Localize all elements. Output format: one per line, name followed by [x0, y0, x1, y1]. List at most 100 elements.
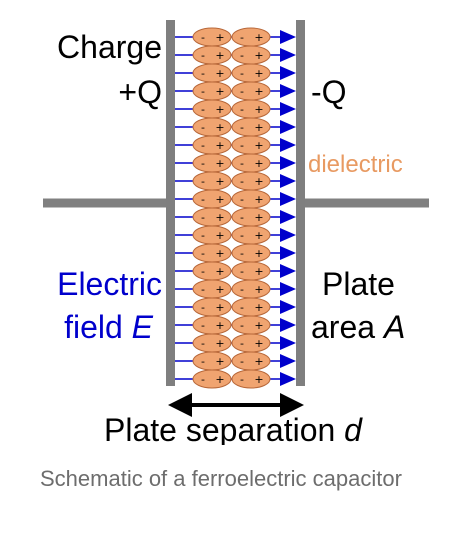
field-arrowhead — [280, 138, 296, 152]
dipole-shape — [231, 207, 271, 227]
dipole-plus-sign: + — [215, 139, 224, 152]
dipole-plus-sign: + — [215, 121, 224, 134]
dipole-shape — [231, 243, 271, 263]
dipole-plus-sign: + — [215, 67, 224, 80]
field-arrowhead — [280, 354, 296, 368]
dielectric-label: dielectric — [308, 151, 403, 178]
dielectric-dipoles: -+-+-+-+-+-+-+-+-+-+-+-+-+-+-+-+-+-+-+-+… — [192, 27, 271, 389]
dipole-plus-sign: + — [254, 301, 263, 314]
dipole-plus-sign: + — [254, 121, 263, 134]
dipole-minus-sign: - — [201, 301, 205, 314]
dipole-shape — [192, 225, 232, 245]
field-arrowhead — [280, 300, 296, 314]
separation-words: Plate separation — [104, 412, 335, 445]
dipole-shape — [231, 225, 271, 245]
dipole-plus-sign: + — [254, 139, 263, 152]
dipole-plus-sign: + — [215, 265, 224, 278]
dipole-minus-sign: - — [240, 175, 244, 188]
dipole: -+ — [231, 279, 271, 299]
dipole-shape — [192, 189, 232, 209]
field-arrowhead — [280, 246, 296, 260]
dipole: -+ — [231, 171, 271, 191]
dipole: -+ — [192, 117, 232, 137]
dipole-minus-sign: - — [201, 139, 205, 152]
dipole-shape — [192, 135, 232, 155]
dipole-minus-sign: - — [201, 265, 205, 278]
dipole: -+ — [231, 117, 271, 137]
field-arrowhead — [280, 192, 296, 206]
dipole: -+ — [231, 225, 271, 245]
dipole-minus-sign: - — [201, 337, 205, 350]
dipole-shape — [231, 297, 271, 317]
dipole-minus-sign: - — [240, 49, 244, 62]
dipole: -+ — [231, 153, 271, 173]
dipole-plus-sign: + — [254, 67, 263, 80]
dipole: -+ — [192, 243, 232, 263]
dipole-shape — [231, 135, 271, 155]
electric-label: Electric — [57, 266, 162, 302]
dipole-plus-sign: + — [215, 337, 224, 350]
dipole-plus-sign: + — [215, 103, 224, 116]
dipole-plus-sign: + — [254, 283, 263, 296]
dipole-shape — [231, 315, 271, 335]
field-arrowhead — [280, 372, 296, 386]
dipole-minus-sign: - — [240, 355, 244, 368]
field-arrowhead — [280, 30, 296, 44]
field-symbol: E — [132, 309, 154, 345]
dipole-plus-sign: + — [215, 49, 224, 62]
dipole: -+ — [192, 153, 232, 173]
dipole-minus-sign: - — [240, 193, 244, 206]
dipole-shape — [231, 369, 271, 389]
dipole-plus-sign: + — [215, 175, 224, 188]
dipole: -+ — [231, 243, 271, 263]
separation-label: Plate separation d — [104, 412, 363, 445]
dipole: -+ — [231, 81, 271, 101]
dipole-shape — [192, 351, 232, 371]
dipole-shape — [231, 351, 271, 371]
dipole: -+ — [231, 261, 271, 281]
dipole-shape — [192, 243, 232, 263]
dipole-shape — [231, 279, 271, 299]
dipole: -+ — [231, 135, 271, 155]
dipole-minus-sign: - — [240, 337, 244, 350]
dipole: -+ — [231, 351, 271, 371]
dipole: -+ — [192, 63, 232, 83]
dipole-plus-sign: + — [254, 247, 263, 260]
left-plate — [166, 20, 175, 386]
dipole-shape — [231, 261, 271, 281]
dipole-plus-sign: + — [215, 373, 224, 386]
charge-label: Charge — [57, 29, 162, 65]
area-gap — [375, 309, 384, 345]
dipole-minus-sign: - — [201, 49, 205, 62]
field-arrowhead — [280, 210, 296, 224]
dipole-minus-sign: - — [240, 283, 244, 296]
dipole-plus-sign: + — [254, 49, 263, 62]
plus-q-label: +Q — [118, 74, 162, 110]
dipole-minus-sign: - — [240, 85, 244, 98]
dipole-minus-sign: - — [201, 247, 205, 260]
dipole-shape — [192, 279, 232, 299]
dipole-plus-sign: + — [254, 103, 263, 116]
dipole-shape — [192, 171, 232, 191]
dipole-plus-sign: + — [254, 355, 263, 368]
dipole-shape — [192, 63, 232, 83]
dipole-plus-sign: + — [215, 283, 224, 296]
dipole-plus-sign: + — [254, 265, 263, 278]
dipole: -+ — [192, 369, 232, 389]
dipole: -+ — [231, 315, 271, 335]
dipole-shape — [231, 27, 271, 47]
dipole-minus-sign: - — [201, 121, 205, 134]
dipole: -+ — [192, 171, 232, 191]
field-arrowhead — [280, 66, 296, 80]
field-arrowhead — [280, 120, 296, 134]
dipole: -+ — [192, 135, 232, 155]
dipole: -+ — [192, 297, 232, 317]
dipole: -+ — [231, 297, 271, 317]
dipole-minus-sign: - — [201, 157, 205, 170]
area-symbol: A — [382, 309, 405, 345]
dipole-shape — [192, 27, 232, 47]
dipole-minus-sign: - — [201, 211, 205, 224]
dipole-minus-sign: - — [240, 103, 244, 116]
dipole-shape — [231, 99, 271, 119]
